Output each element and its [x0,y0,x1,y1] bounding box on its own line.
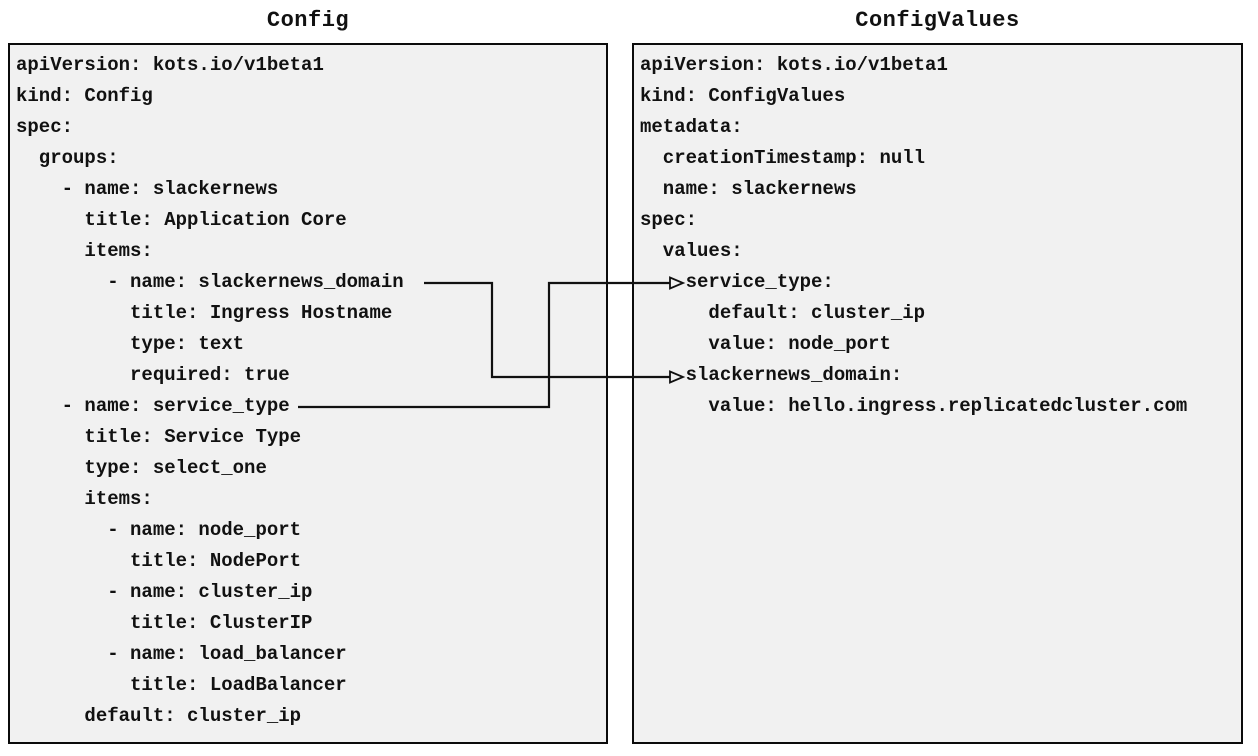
config-panel-title: Config [266,8,350,33]
configvalues-panel-title: ConfigValues [855,8,1020,33]
yaml-line: title: Service Type [16,426,302,448]
yaml-line: name: slackernews [640,178,857,200]
yaml-line: spec: [16,116,74,138]
yaml-line: default: cluster_ip [16,705,302,727]
yaml-line-value-slackernews-domain: slackernews_domain: [640,364,903,386]
yaml-line: items: [16,240,153,262]
yaml-line: spec: [640,209,698,231]
yaml-line: title: LoadBalancer [16,674,347,696]
yaml-line: items: [16,488,153,510]
yaml-line: type: select_one [16,457,267,479]
yaml-line: metadata: [640,116,743,138]
yaml-line: - name: load_balancer [16,643,347,665]
yaml-line: value: node_port [640,333,891,355]
yaml-line: value: hello.ingress.replicatedcluster.c… [640,395,1188,417]
yaml-line-slackernews-domain: - name: slackernews_domain [16,271,404,293]
yaml-line: - name: cluster_ip [16,581,313,603]
yaml-line: kind: Config [16,85,153,107]
yaml-line: values: [640,240,743,262]
yaml-line: - name: slackernews [16,178,279,200]
yaml-line: groups: [16,147,119,169]
yaml-line: type: text [16,333,245,355]
yaml-line: required: true [16,364,290,386]
yaml-line: default: cluster_ip [640,302,926,324]
configvalues-yaml-box: apiVersion: kots.io/v1beta1 kind: Config… [632,43,1243,744]
yaml-line: title: Ingress Hostname [16,302,393,324]
yaml-line: apiVersion: kots.io/v1beta1 [640,54,948,76]
yaml-line: kind: ConfigValues [640,85,846,107]
yaml-line: - name: node_port [16,519,302,541]
yaml-line-service-type: - name: service_type [16,395,290,417]
yaml-line: apiVersion: kots.io/v1beta1 [16,54,324,76]
yaml-line-value-service-type: service_type: [640,271,834,293]
config-yaml-box: apiVersion: kots.io/v1beta1 kind: Config… [8,43,608,744]
yaml-line: title: ClusterIP [16,612,313,634]
yaml-line: creationTimestamp: null [640,147,926,169]
yaml-line: title: NodePort [16,550,302,572]
yaml-line: title: Application Core [16,209,347,231]
